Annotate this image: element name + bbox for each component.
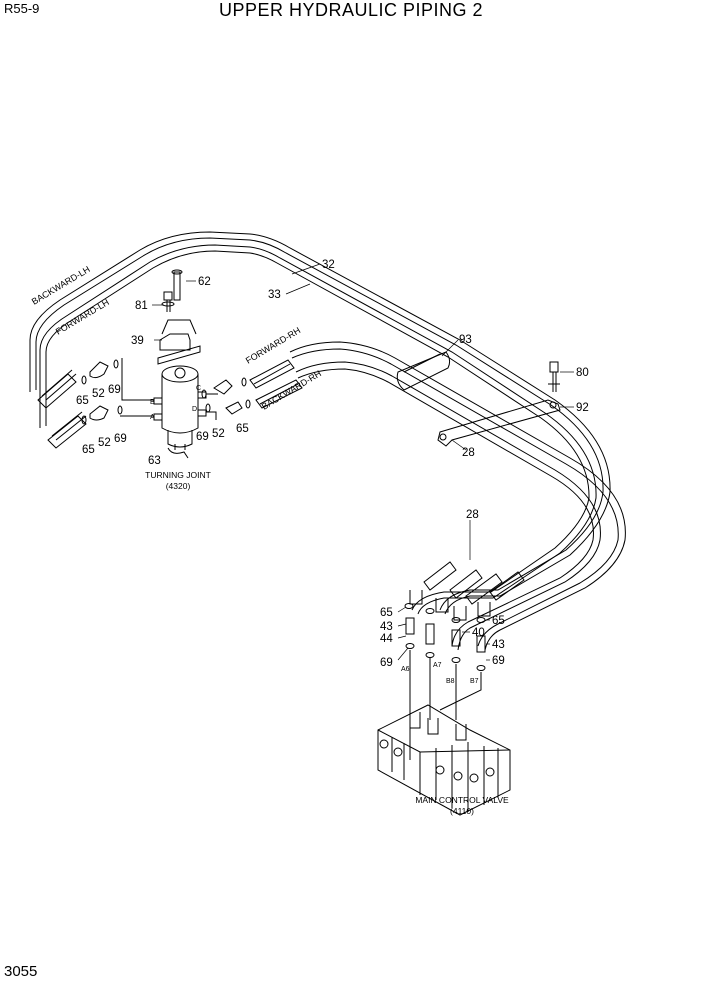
callout-62: 62 <box>198 276 211 288</box>
hose-fittings-right <box>249 359 303 409</box>
port-label-b7: B7 <box>470 678 479 685</box>
callout-65-e: 65 <box>492 615 505 627</box>
callout-28-upper: 28 <box>462 447 475 459</box>
hose-backward-lh <box>29 231 611 615</box>
callout-52-c: 52 <box>212 428 225 440</box>
callout-65-c: 65 <box>236 423 249 435</box>
mcv-name: MAIN CONTROL VALVE <box>415 795 509 805</box>
hose-backward-rh <box>295 361 601 651</box>
port-label-b8: B8 <box>446 678 455 685</box>
callout-92: 92 <box>576 402 589 414</box>
port-label-a: A <box>150 414 155 421</box>
callout-65-b: 65 <box>82 444 95 456</box>
clamp-93 <box>396 351 451 391</box>
bolt-80 <box>548 361 560 392</box>
callout-65-d: 65 <box>380 607 393 619</box>
callout-81: 81 <box>135 300 148 312</box>
page-title: UPPER HYDRAULIC PIPING 2 <box>218 0 484 20</box>
callout-33: 33 <box>268 289 281 301</box>
callout-43-a: 43 <box>380 621 393 633</box>
label-backward-rh: BACKWARD-RH <box>260 368 323 411</box>
fittings-left-group <box>81 359 123 425</box>
bracket-92 <box>437 399 561 447</box>
mcv-code: (4110) <box>450 806 474 816</box>
callout-80: 80 <box>576 367 589 379</box>
callout-39: 39 <box>131 335 144 347</box>
callout-69-b: 69 <box>114 433 127 445</box>
port-label-a6: A6 <box>401 666 410 673</box>
port-label-b: B <box>150 399 155 406</box>
hose-fittings-mcv <box>409 561 525 621</box>
main-control-valve <box>377 704 511 816</box>
callout-69-a: 69 <box>108 384 121 396</box>
callout-69-d: 69 <box>380 657 393 669</box>
hose-fittings-left <box>37 369 87 449</box>
callout-40: 40 <box>472 627 485 639</box>
port-label-a7: A7 <box>433 662 442 669</box>
turning-joint <box>120 269 218 459</box>
fittings-right-group <box>201 377 251 415</box>
callout-69-e: 69 <box>492 655 505 667</box>
callout-52-a: 52 <box>92 388 105 400</box>
callout-52-b: 52 <box>98 437 111 449</box>
hose-forward-rh <box>289 341 626 651</box>
turning-joint-name: TURNING JOINT <box>145 470 211 480</box>
callout-93: 93 <box>459 334 472 346</box>
callout-44: 44 <box>380 633 393 645</box>
page-number: 3055 <box>4 963 38 980</box>
port-label-c: C <box>196 385 201 392</box>
callout-32: 32 <box>322 259 335 271</box>
turning-joint-code: (4320) <box>166 481 191 491</box>
hose-forward-lh <box>39 244 597 615</box>
mcv-adaptors <box>404 603 486 760</box>
model-code: R55-9 <box>4 1 40 16</box>
callout-69-c: 69 <box>196 431 209 443</box>
callout-63: 63 <box>148 455 161 467</box>
callout-43-b: 43 <box>492 639 505 651</box>
callout-65-a: 65 <box>76 395 89 407</box>
callout-leaders <box>152 263 574 661</box>
port-label-d: D <box>192 406 197 413</box>
label-forward-rh: FORWARD-RH <box>244 325 302 366</box>
callout-28-lower: 28 <box>466 509 479 521</box>
label-forward-lh: FORWARD-LH <box>54 297 111 337</box>
